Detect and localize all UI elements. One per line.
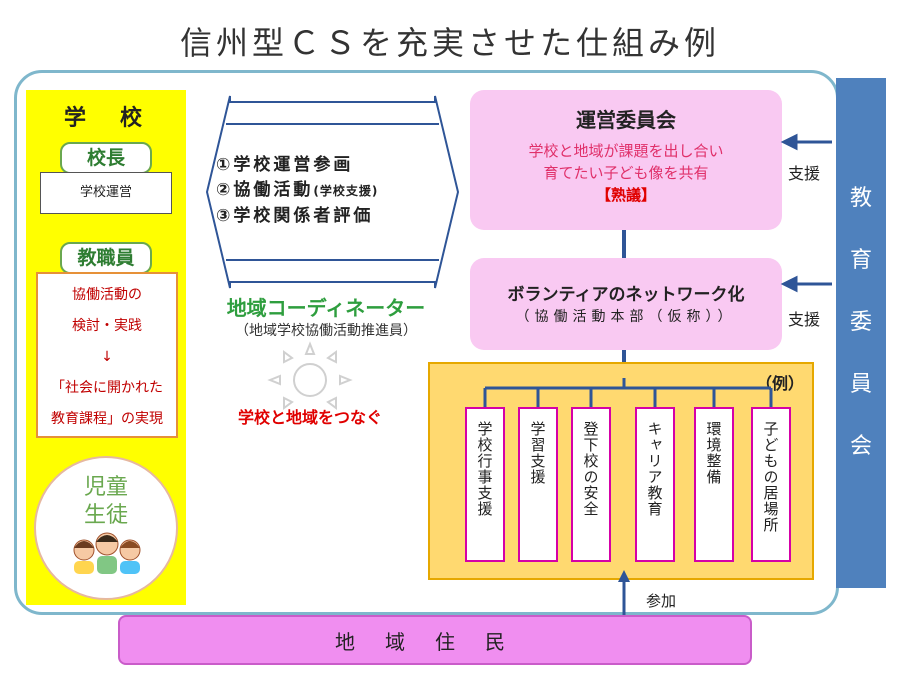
students-line-2: 生徒: [34, 502, 178, 530]
page-title: 信州型ＣＳを充実させた仕組み例: [0, 18, 900, 64]
example-environment: 環境整備: [694, 407, 734, 562]
staff-label: 教職員: [60, 242, 152, 274]
board-char-3: 委: [836, 292, 886, 354]
staff-line-1: 協働活動の: [38, 280, 176, 311]
support-label-2: 支援: [788, 306, 820, 330]
school-title: 学 校: [26, 100, 186, 132]
activity-2-note: (学校支援): [313, 184, 378, 198]
network-title: ボランティアのネットワーク化: [470, 280, 782, 305]
coordinator-title: 地域コーディネーター: [196, 292, 456, 321]
participation-arrow: [614, 568, 634, 618]
examples-tree-lines: [428, 362, 814, 412]
children-illustration: [70, 528, 144, 574]
staff-description: 協働活動の 検討・実践 ↓ 「社会に開かれた 教育課程」の実現: [36, 272, 178, 438]
activity-1: ①学校運営参画: [216, 153, 378, 178]
coordinator-subtitle: （地域学校協働活動推進員）: [196, 320, 456, 340]
staff-line-4: 教育課程」の実現: [38, 404, 176, 435]
committee-description: 学校と地域が課題を出し合い 育てたい子ども像を共有 【熟議】: [470, 140, 782, 206]
students-line-1: 児童: [34, 474, 178, 502]
example-commute-safety: 登下校の安全: [571, 407, 611, 562]
committee-highlight: 【熟議】: [470, 184, 782, 206]
staff-line-2: 検討・実践: [38, 311, 176, 342]
participation-label: 参加: [646, 590, 676, 611]
staff-line-3: 「社会に開かれた: [38, 373, 176, 404]
activity-2: ②協働活動(学校支援): [216, 178, 378, 204]
activities-list: ①学校運営参画 ②協働活動(学校支援) ③学校関係者評価: [216, 153, 378, 229]
example-career-education: キャリア教育: [635, 407, 675, 562]
activity-3: ③学校関係者評価: [216, 204, 378, 229]
board-char-5: 会: [836, 416, 886, 478]
activity-2-main: ②協働活動: [216, 180, 313, 200]
residents-bar: 地域住民: [118, 615, 752, 665]
support-label-1: 支援: [788, 160, 820, 184]
board-char-4: 員: [836, 354, 886, 416]
committee-title: 運営委員会: [470, 104, 782, 133]
principal-role: 学校運営: [40, 172, 172, 214]
staff-arrow: ↓: [38, 342, 176, 373]
committee-line-2: 育てたい子ども像を共有: [470, 162, 782, 184]
committee-line-1: 学校と地域が課題を出し合い: [470, 140, 782, 162]
network-subtitle: （協働活動本部（仮称））: [470, 306, 782, 326]
board-of-education-label: 教 育 委 員 会: [836, 168, 886, 478]
example-school-events: 学校行事支援: [465, 407, 505, 562]
example-learning-support: 学習支援: [518, 407, 558, 562]
board-char-2: 育: [836, 230, 886, 292]
example-childrens-place: 子どもの居場所: [751, 407, 791, 562]
students-label: 児童 生徒: [34, 474, 178, 530]
coordinator-tagline: 学校と地域をつなぐ: [196, 404, 424, 428]
connector-committee-network: [622, 230, 626, 258]
board-char-1: 教: [836, 168, 886, 230]
principal-label: 校長: [60, 142, 152, 174]
